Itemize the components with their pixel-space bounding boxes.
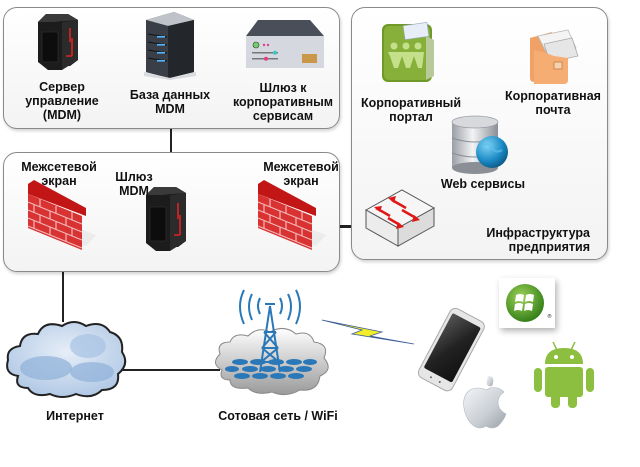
mdm-gateway-icon bbox=[146, 187, 186, 251]
mdm-database-label: База данных MDM bbox=[129, 88, 211, 116]
corporate-mail-label: Корпоративная почта bbox=[505, 89, 601, 117]
cellular-wifi-label: Сотовая сеть / WiFi bbox=[218, 409, 338, 423]
corporate-gateway-label: Шлюз к корпоративным сервисам bbox=[232, 81, 334, 123]
portal-folder-icon bbox=[382, 22, 434, 82]
database-server-icon bbox=[144, 12, 196, 80]
lightning-icon bbox=[321, 319, 415, 345]
web-services-label: Web сервисы bbox=[440, 177, 526, 191]
apple-logo-icon bbox=[463, 376, 507, 429]
firewall-icon bbox=[257, 180, 326, 250]
web-services-icon bbox=[451, 115, 508, 174]
internet-label: Интернет bbox=[46, 409, 104, 423]
corporate-portal-label: Корпоративный портал bbox=[360, 96, 462, 124]
cell-tower-icon bbox=[215, 289, 329, 396]
android-logo-icon bbox=[534, 341, 594, 408]
right-firewall-label: Межсетевой экран bbox=[263, 160, 339, 188]
cloud-icon bbox=[6, 321, 127, 398]
wire-firewall-to-internet bbox=[62, 240, 64, 322]
wire-internet-to-cellular bbox=[120, 369, 220, 371]
server-tower-icon bbox=[38, 14, 78, 70]
firewall-icon bbox=[27, 180, 96, 250]
mdm-gateway-label: Шлюз MDM bbox=[115, 170, 153, 198]
wire-firewall-to-switch bbox=[310, 225, 380, 227]
gateway-appliance-icon bbox=[246, 20, 324, 68]
mdm-server-label: Сервер управление (MDM) bbox=[25, 80, 99, 122]
mail-folder-icon bbox=[530, 29, 579, 84]
left-firewall-label: Межсетевой экран bbox=[21, 160, 97, 188]
enterprise-infrastructure-title: Инфраструктура предприятия bbox=[486, 226, 590, 254]
network-switch-icon bbox=[364, 189, 436, 247]
smartphone-icon bbox=[417, 307, 485, 392]
windows-logo-icon: ® bbox=[506, 284, 552, 322]
svg-text:®: ® bbox=[547, 313, 552, 320]
